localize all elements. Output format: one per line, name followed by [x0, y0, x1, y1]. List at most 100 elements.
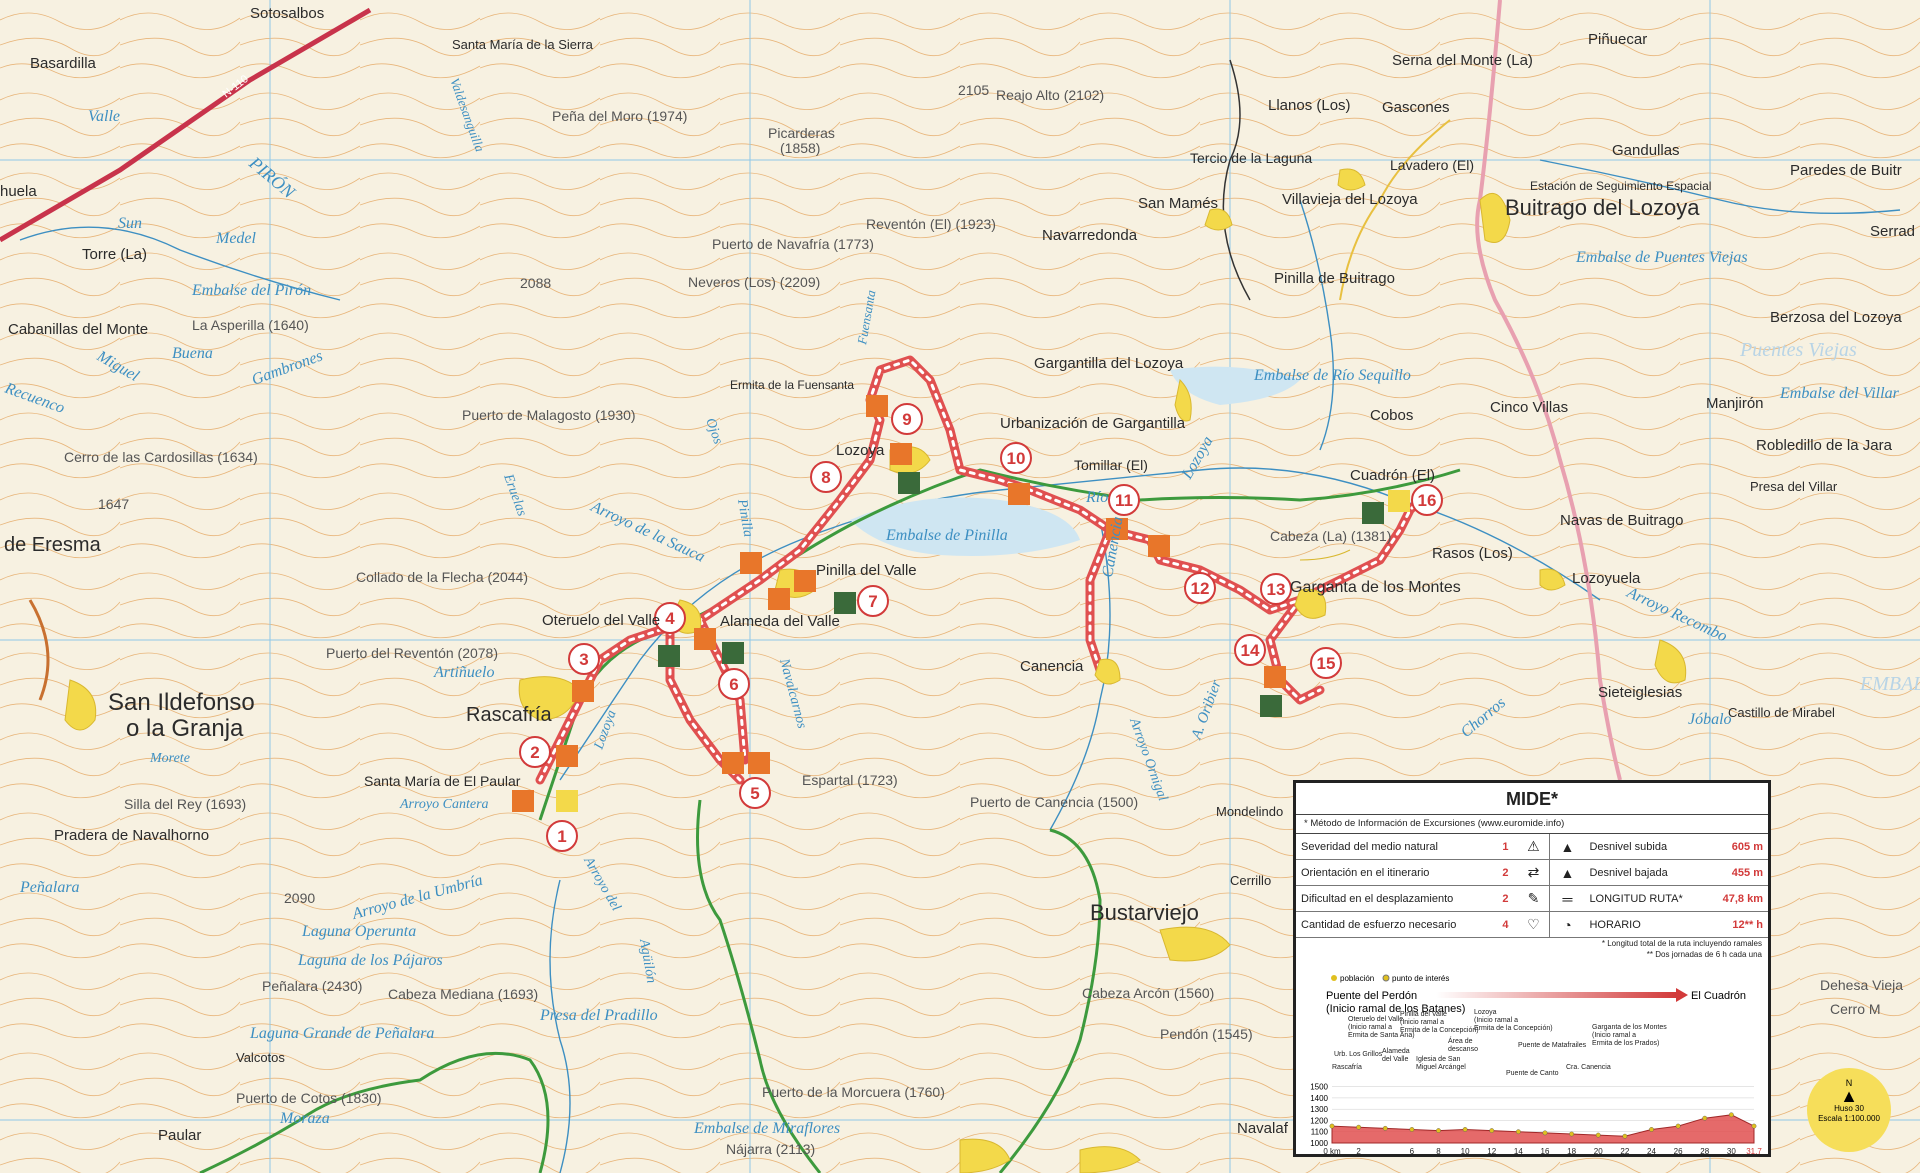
mide-panel: MIDE* * Método de Información de Excursi…: [1293, 780, 1771, 1157]
stage-marker-12[interactable]: 12: [1184, 572, 1216, 604]
orientation-sign-icon: ⇄: [1517, 859, 1550, 886]
profile-x-tick-label: 28: [1700, 1147, 1709, 1156]
peak-reajo: Reajo Alto (2102): [996, 87, 1104, 103]
profile-point: [1542, 1130, 1548, 1136]
mide-row: Orientación en el itinerario 2 ⇄ ▲ Desni…: [1296, 859, 1768, 886]
place-tomillar: Tomillar (El): [1074, 457, 1148, 473]
profile-waypoint-label: Puente de Matafrailes: [1518, 1042, 1587, 1049]
place-buitrago: Buitrago del Lozoya: [1505, 195, 1700, 220]
poi-start-flag-icon: [556, 790, 578, 812]
water-umbral: EMBAL: [1859, 673, 1920, 695]
stage-marker-9[interactable]: 9: [891, 403, 923, 435]
place-llanos: Llanos (Los): [1268, 97, 1351, 114]
profile-start-label-1: Puente del Perdón: [1326, 990, 1417, 1002]
profile-y-tick-label: 1100: [1311, 1128, 1329, 1137]
stage-marker-6[interactable]: 6: [718, 668, 750, 700]
stage-marker-1[interactable]: 1: [546, 820, 578, 852]
peak-1647: 1647: [98, 496, 129, 512]
water-embalse-piron: Embalse del Pirón: [191, 282, 311, 299]
mide-row-label: Dificultad en el desplazamiento: [1296, 885, 1494, 912]
poi-rest-icon: [1362, 502, 1384, 524]
stage-marker-8[interactable]: 8: [810, 461, 842, 493]
peak-2105: 2105: [958, 82, 989, 98]
poi-rest-icon: [658, 645, 680, 667]
svg-text:12: 12: [1191, 579, 1210, 598]
peak-reventon: Reventón (El) (1923): [866, 216, 996, 232]
water-laguna-grande: Laguna Grande de Peñalara: [249, 1025, 434, 1042]
profile-x-tick-label: 18: [1567, 1147, 1576, 1156]
profile-x-tick-label: 26: [1674, 1147, 1683, 1156]
peak-neveros: Neveros (Los) (2209): [688, 274, 820, 290]
poi-bridge-icon: [1106, 518, 1128, 540]
place-paredes: Paredes de Buitr: [1790, 162, 1902, 179]
profile-waypoint-label: Pinilla del Valle: [1400, 1011, 1447, 1018]
mountain-up-icon: ▲: [1549, 834, 1585, 860]
stage-markers[interactable]: 1 2 3 4 5 6 7 8 9 10 11 12 13 14 15 16: [519, 403, 1443, 852]
poi-rest-icon: [1260, 695, 1282, 717]
profile-point: [1728, 1112, 1734, 1118]
place-pradera: Pradera de Navalhorno: [54, 827, 209, 844]
water-presa-pradillo: Presa del Pradillo: [539, 1007, 658, 1024]
profile-x-tick-label: 22: [1620, 1147, 1629, 1156]
mide-row-value: 12** h: [1707, 911, 1768, 938]
peak-silla: Silla del Rey (1693): [124, 796, 246, 812]
stage-marker-13[interactable]: 13: [1260, 573, 1292, 605]
place-serna: Serna del Monte (La): [1392, 52, 1533, 69]
stage-marker-5[interactable]: 5: [739, 777, 771, 809]
profile-waypoint-label: descanso: [1448, 1046, 1478, 1053]
poi-bridge-icon: [1008, 483, 1030, 505]
place-rascafria: Rascafría: [466, 704, 552, 726]
profile-point: [1356, 1124, 1362, 1130]
water-buena: Buena: [172, 345, 213, 362]
place-pinilla-valle: Pinilla del Valle: [816, 562, 917, 579]
poi-church-icon: [1264, 666, 1286, 688]
stage-marker-15[interactable]: 15: [1310, 647, 1342, 679]
profile-waypoint-label: Urb. Los Grillos: [1334, 1051, 1383, 1058]
place-gascones: Gascones: [1382, 99, 1450, 116]
stage-marker-14[interactable]: 14: [1234, 634, 1266, 666]
footprint-icon: ✎: [1517, 885, 1550, 912]
stage-marker-3[interactable]: 3: [568, 643, 600, 675]
stage-marker-16[interactable]: 16: [1411, 484, 1443, 516]
place-sotosalbos: Sotosalbos: [250, 5, 324, 22]
compass-scale: Escala 1:100.000: [1818, 1114, 1880, 1123]
green-trail: [199, 468, 1461, 1173]
mide-row-level: 2: [1493, 859, 1518, 886]
stage-marker-2[interactable]: 2: [519, 736, 551, 768]
profile-start-label-2: (Inicio ramal de los Batanes): [1326, 1003, 1465, 1015]
place-cuadron: Cuadrón (El): [1350, 467, 1435, 484]
stage-marker-7[interactable]: 7: [857, 585, 889, 617]
place-mondelindo: Mondelindo: [1216, 804, 1283, 819]
svg-text:4: 4: [665, 609, 675, 628]
place-basardilla: Basardilla: [30, 55, 97, 72]
mide-row-label: Orientación en el itinerario: [1296, 859, 1494, 886]
profile-waypoint-labels: Oteruelo del Valle(Inicio ramal aErmita …: [1332, 1009, 1667, 1077]
compass-rose: N ▲ Huso 30 Escala 1:100.000: [1807, 1068, 1891, 1152]
profile-waypoint-label: Garganta de los Montes: [1592, 1024, 1667, 1031]
stage-marker-10[interactable]: 10: [1000, 442, 1032, 474]
svg-text:11: 11: [1115, 491, 1133, 510]
water-artinuelo: Artiñuelo: [433, 664, 494, 681]
svg-text:13: 13: [1267, 580, 1286, 599]
profile-waypoint-label: Oteruelo del Valle: [1348, 1016, 1403, 1023]
mide-row: Dificultad en el desplazamiento 2 ✎ ═ LO…: [1296, 885, 1768, 912]
svg-text:3: 3: [579, 650, 588, 669]
heart-effort-icon: ♡: [1517, 911, 1550, 938]
elevation-profile-chart: población punto de interés Puente del Pe…: [1310, 974, 1762, 1156]
poi-end-flag-icon: [1388, 490, 1410, 512]
peak-1858: (1858): [780, 140, 820, 156]
profile-point: [1329, 1123, 1335, 1129]
stage-marker-4[interactable]: 4: [654, 602, 686, 634]
place-paular: Paular: [158, 1127, 201, 1144]
place-san-ildefonso-1: San Ildefonso: [108, 689, 255, 716]
mide-row-value: 605 m: [1707, 834, 1768, 860]
profile-point: [1751, 1123, 1757, 1129]
place-castillo: Castillo de Mirabel: [1728, 705, 1835, 720]
profile-waypoint-label: del Valle: [1382, 1056, 1408, 1063]
profile-waypoint-label: Iglesia de San: [1416, 1056, 1460, 1063]
profile-y-tick-label: 1400: [1310, 1094, 1328, 1103]
stage-marker-11[interactable]: 11: [1108, 484, 1140, 516]
place-torre: Torre (La): [82, 246, 147, 263]
place-cerrillo: Cerrillo: [1230, 873, 1271, 888]
